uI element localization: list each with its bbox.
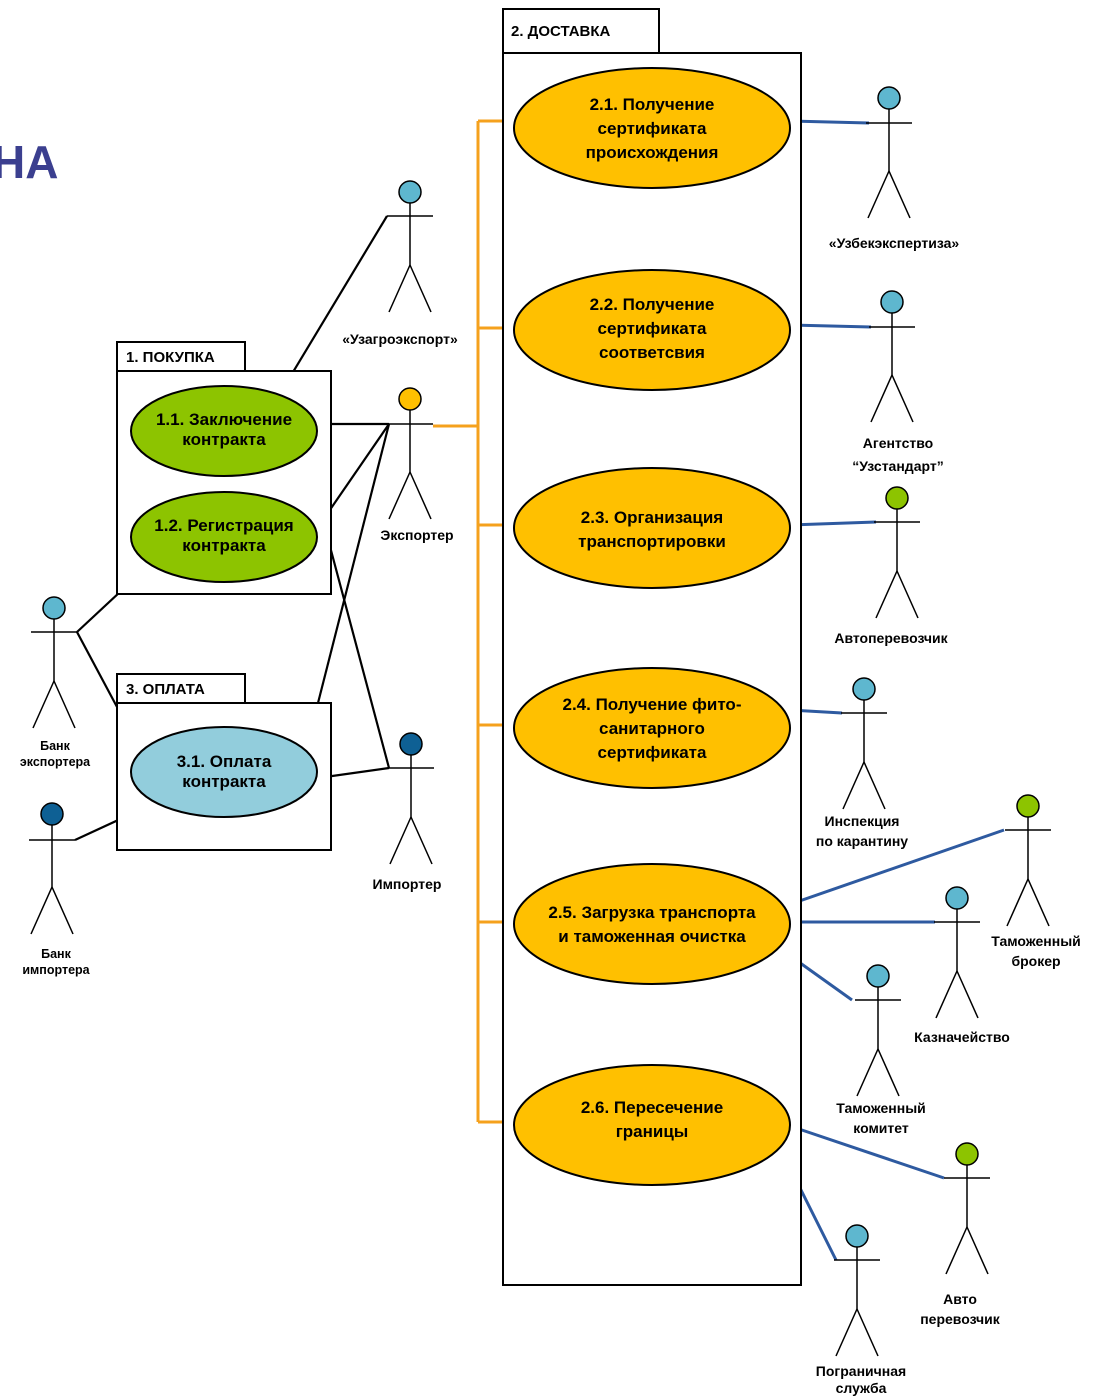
package-title: 1. ПОКУПКА: [126, 349, 215, 366]
actor-label: «Узагроэкспорт»: [342, 331, 458, 347]
actor-uzbekexpertiza[interactable]: «Узбекэкспертиза»: [829, 86, 960, 251]
stick-figure-icon: [944, 1142, 990, 1275]
edge-uc21-uzbekexpertiza: [789, 119, 870, 125]
actor-exporter[interactable]: Экспортер: [380, 387, 454, 543]
use-case-2-2[interactable]: 2.2. Получение сертификата соответсвия: [513, 269, 791, 391]
package-title: 3. ОПЛАТА: [126, 681, 205, 698]
actor-uzagroexport[interactable]: «Узагроэкспорт»: [342, 180, 458, 347]
package-tab: [116, 673, 246, 704]
actor-auto-carrier[interactable]: Авто перевозчик: [920, 1142, 1001, 1327]
exporter-bus: [433, 119, 514, 1124]
actor-label: Авто: [943, 1291, 977, 1307]
actor-label: Таможенный: [836, 1100, 926, 1116]
package-tab: [502, 8, 660, 54]
stick-figure-icon: [855, 964, 901, 1097]
actor-bank-exporter[interactable]: Банк экспортера: [20, 596, 91, 769]
stick-figure-icon: [834, 1224, 880, 1357]
use-case-label: санитарного: [599, 719, 705, 738]
use-case-label: 2.2. Получение: [590, 295, 715, 314]
use-case-1-2[interactable]: 1.2. Регистрация контракта: [130, 491, 318, 583]
use-case-label: контракта: [182, 430, 266, 449]
actor-bank-importer[interactable]: Банк импортера: [22, 802, 91, 977]
actor-label: комитет: [853, 1120, 909, 1136]
use-case-label: контракта: [182, 536, 266, 555]
actor-label: Инспекция: [825, 813, 900, 829]
use-case-label: соответсвия: [599, 343, 705, 362]
use-case-label: сертификата: [598, 119, 707, 138]
actor-label: брокер: [1011, 953, 1060, 969]
use-case-1-1[interactable]: 1.1. Заключение контракта: [130, 385, 318, 477]
use-case-label: границы: [616, 1122, 689, 1141]
actor-label: Автоперевозчик: [834, 630, 948, 646]
actor-label: Таможенный: [991, 933, 1081, 949]
use-case-2-5[interactable]: 2.5. Загрузка транспорта и таможенная оч…: [513, 863, 791, 985]
actor-label: Банк: [41, 947, 71, 961]
use-case-label: и таможенная очистка: [558, 927, 746, 946]
use-case-label: сертификата: [598, 743, 707, 762]
use-case-label: 3.1. Оплата: [177, 752, 272, 771]
use-case-label: 1.1. Заключение: [156, 410, 292, 429]
stick-figure-icon: [387, 387, 433, 520]
actor-border-service[interactable]: Пограничная служба: [816, 1224, 906, 1396]
stick-figure-icon: [866, 86, 912, 219]
use-case-label: 2.3. Организация: [581, 508, 723, 527]
actor-label: Агентство: [863, 435, 933, 451]
actor-customs-broker[interactable]: Таможенный брокер: [991, 794, 1081, 969]
actor-label: перевозчик: [920, 1311, 1001, 1327]
use-case-label: происхождения: [586, 143, 719, 162]
actor-importer[interactable]: Импортер: [373, 732, 442, 892]
stick-figure-icon: [869, 290, 915, 423]
use-case-label: 2.1. Получение: [590, 95, 715, 114]
use-case-label: 2.5. Загрузка транспорта: [548, 903, 756, 922]
use-case-label: 2.6. Пересечение: [581, 1098, 723, 1117]
use-case-label: сертификата: [598, 319, 707, 338]
actor-label: “Узстандарт”: [852, 458, 943, 474]
package-title: 2. ДОСТАВКА: [511, 23, 611, 40]
stick-figure-icon: [31, 596, 77, 729]
use-case-2-6[interactable]: 2.6. Пересечение границы: [513, 1064, 791, 1186]
stick-figure-icon: [874, 486, 920, 619]
actor-customs-committee[interactable]: Таможенный комитет: [836, 964, 926, 1136]
actor-label: Казначейство: [914, 1029, 1010, 1045]
stick-figure-icon: [387, 180, 433, 313]
use-case-label: контракта: [182, 772, 266, 791]
actor-label: Импортер: [373, 876, 442, 892]
actor-label: служба: [836, 1380, 887, 1396]
actor-uzstandart[interactable]: Агентство “Узстандарт”: [852, 290, 944, 474]
use-case-2-3[interactable]: 2.3. Организация транспортировки: [513, 467, 791, 589]
use-case-label: 1.2. Регистрация: [154, 516, 293, 535]
actor-label: Экспортер: [380, 527, 453, 543]
edge-uc11-uzagroexport: [280, 215, 388, 393]
use-case-2-4[interactable]: 2.4. Получение фито- санитарного сертифи…: [513, 667, 791, 789]
actor-label: Пограничная: [816, 1363, 906, 1379]
actor-treasury[interactable]: Казначейство: [914, 886, 1010, 1045]
edge-uc25-broker: [787, 828, 1005, 907]
stick-figure-icon: [29, 802, 75, 935]
actor-label: «Узбекэкспертиза»: [829, 235, 960, 251]
actor-label: импортера: [22, 963, 90, 977]
actors: «Узагроэкспорт» Экспортер Импортер: [20, 86, 1081, 1396]
stick-figure-icon: [934, 886, 980, 1019]
use-case-label: транспортировки: [578, 532, 726, 551]
edge-uc26-autocarrier: [789, 1124, 945, 1180]
use-case-2-1[interactable]: 2.1. Получение сертификата происхождения: [513, 67, 791, 189]
actor-label: по карантину: [816, 833, 908, 849]
stick-figure-icon: [841, 677, 887, 810]
use-case-label: 2.4. Получение фито-: [563, 695, 742, 714]
stick-figure-icon: [388, 732, 434, 865]
stick-figure-icon: [1005, 794, 1051, 927]
use-case-3-1[interactable]: 3.1. Оплата контракта: [130, 726, 318, 818]
slide-heading: НА: [0, 136, 58, 188]
edge-uc23-carrier: [789, 520, 877, 527]
actor-quarantine[interactable]: Инспекция по карантину: [816, 677, 908, 849]
actor-label: экспортера: [20, 755, 91, 769]
actor-label: Банк: [40, 739, 70, 753]
actor-carrier[interactable]: Автоперевозчик: [834, 486, 949, 646]
edge-uc22-uzstandart: [789, 323, 872, 329]
